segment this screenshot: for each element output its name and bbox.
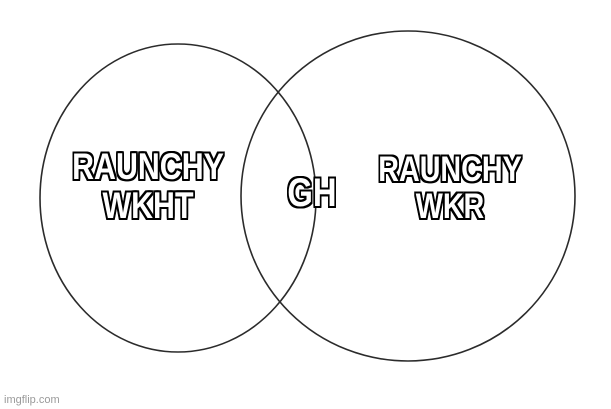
right-set-label: RAUNCHY WKR	[368, 150, 532, 226]
right-circle	[240, 30, 576, 362]
center-label-text: GH	[287, 171, 337, 215]
intersection-label: GH	[271, 172, 353, 214]
right-label-line-1: RAUNCHY	[378, 150, 522, 189]
left-circle	[39, 43, 317, 353]
left-label-line-1: RAUNCHY	[72, 146, 224, 187]
left-set-label: RAUNCHY WKHT	[66, 146, 230, 226]
watermark-text: imgflip.com	[4, 394, 60, 406]
right-label-line-2: WKR	[415, 186, 485, 226]
left-label-line-2: WKHT	[102, 184, 194, 226]
